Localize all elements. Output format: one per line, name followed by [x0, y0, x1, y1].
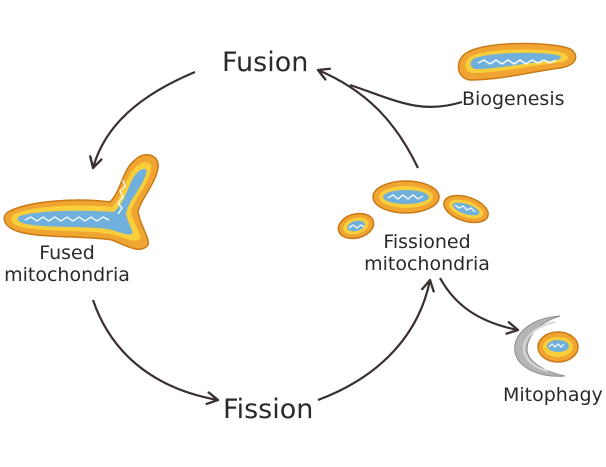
mitophagy-phagophore: [514, 315, 566, 377]
arrow-fission-to-fissioned: [317, 278, 435, 402]
fused-label-line1: Fused: [39, 242, 95, 264]
fissioned-label-line1: Fissioned: [383, 231, 471, 253]
fission-label: Fission: [223, 394, 314, 425]
mitophagy-mitochondrion: [537, 331, 579, 363]
mitophagy-label: Mitophagy: [503, 384, 603, 406]
biogenesis-mitochondrion: [457, 42, 577, 81]
fissioned-mitochondria-shapes: [337, 180, 489, 240]
arrow-fissioned-to-mitophagy: [439, 277, 520, 335]
arrow-biogenesis-to-fusion: [349, 83, 463, 109]
fusion-label: Fusion: [222, 47, 309, 78]
biogenesis-label: Biogenesis: [462, 88, 565, 110]
fused-mitochondria-label: Fused mitochondria: [3, 242, 131, 287]
fused-mitochondria-shape: [3, 153, 159, 250]
arrow-fissioned-to-fusion: [316, 67, 419, 169]
fused-label-line2: mitochondria: [4, 263, 130, 286]
arrow-fused-to-fission: [91, 299, 220, 406]
fissioned-mitochondria-label: Fissioned mitochondria: [362, 231, 492, 276]
fissioned-label-line2: mitochondria: [364, 252, 490, 275]
arrow-fusion-to-fused: [89, 70, 196, 170]
